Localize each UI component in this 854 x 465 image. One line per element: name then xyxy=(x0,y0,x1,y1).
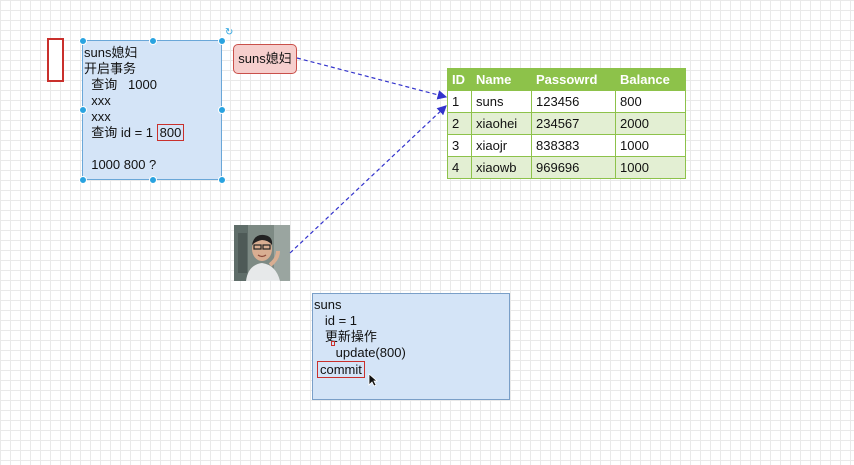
resize-handle-sw[interactable] xyxy=(79,176,87,184)
note-line: update(800) xyxy=(314,345,406,360)
cell-name: xiaojr xyxy=(471,134,532,157)
cell-balance: 1000 xyxy=(615,134,686,157)
cell-name: suns xyxy=(471,90,532,113)
note-line: xxx xyxy=(84,93,111,108)
note-line: 更新操作 xyxy=(314,329,377,344)
cell-balance: 1000 xyxy=(615,156,686,179)
note-line: suns媳妇 xyxy=(84,45,138,60)
query-result-highlight: 800 xyxy=(156,124,185,141)
rotate-icon[interactable]: ↻ xyxy=(225,27,234,38)
column-header-password: Passowrd xyxy=(531,68,616,91)
update-transaction-note[interactable]: suns id = 1 更新操作 update(800) commit xyxy=(312,293,510,400)
resize-handle-se[interactable] xyxy=(218,176,226,184)
note-line: xxx xyxy=(84,109,111,124)
cell-name: xiaowb xyxy=(471,156,532,179)
small-red-marker[interactable] xyxy=(331,341,335,346)
mouse-pointer-icon xyxy=(368,373,378,387)
note-line: id = 1 xyxy=(314,313,357,328)
resize-handle-s[interactable] xyxy=(149,176,157,184)
cell-password: 234567 xyxy=(531,112,616,135)
note-line: suns xyxy=(314,297,342,312)
table-row: 1 suns 123456 800 xyxy=(447,90,686,113)
column-header-balance: Balance xyxy=(615,68,686,91)
query-line: 查询 id = 1 800 xyxy=(84,124,221,141)
column-header-id: ID xyxy=(447,68,472,91)
query-prefix: 查询 id = 1 xyxy=(84,125,157,140)
cell-balance: 800 xyxy=(615,90,686,113)
table-row: 2 xiaohei 234567 2000 xyxy=(447,112,686,135)
note-line: 开启事务 xyxy=(84,61,137,76)
commit-line: commit xyxy=(314,361,509,378)
cell-password: 123456 xyxy=(531,90,616,113)
resize-handle-e[interactable] xyxy=(218,106,226,114)
suns-wife-label[interactable]: suns媳妇 xyxy=(233,44,297,74)
resize-handle-ne[interactable] xyxy=(218,37,226,45)
cell-password: 969696 xyxy=(531,156,616,179)
cell-balance: 2000 xyxy=(615,112,686,135)
person-photo[interactable] xyxy=(234,225,290,281)
arrow-label-to-table[interactable] xyxy=(296,57,448,100)
cell-id: 3 xyxy=(447,134,472,157)
person-photo-icon xyxy=(234,225,290,281)
cell-id: 4 xyxy=(447,156,472,179)
cell-id: 2 xyxy=(447,112,472,135)
account-table[interactable]: ID Name Passowrd Balance 1 suns 123456 8… xyxy=(447,68,686,179)
cell-password: 838383 xyxy=(531,134,616,157)
commit-highlight: commit xyxy=(317,361,365,378)
resize-handle-nw[interactable] xyxy=(79,37,87,45)
column-header-name: Name xyxy=(471,68,532,91)
cell-name: xiaohei xyxy=(471,112,532,135)
blank-line xyxy=(84,141,221,157)
table-header-row: ID Name Passowrd Balance xyxy=(447,68,686,91)
table-row: 4 xiaowb 969696 1000 xyxy=(447,156,686,179)
table-row: 3 xiaojr 838383 1000 xyxy=(447,134,686,157)
summary-line: 1000 800 ? xyxy=(84,157,157,172)
note-line: 查询 1000 xyxy=(84,77,157,92)
arrow-photo-to-table[interactable] xyxy=(289,105,447,254)
cell-id: 1 xyxy=(447,90,472,113)
resize-handle-w[interactable] xyxy=(79,106,87,114)
resize-handle-n[interactable] xyxy=(149,37,157,45)
session-note-suns-wife[interactable]: suns媳妇 开启事务 查询 1000 xxx xxx 查询 id = 1 80… xyxy=(82,40,222,180)
red-outline-rectangle[interactable] xyxy=(47,38,64,82)
